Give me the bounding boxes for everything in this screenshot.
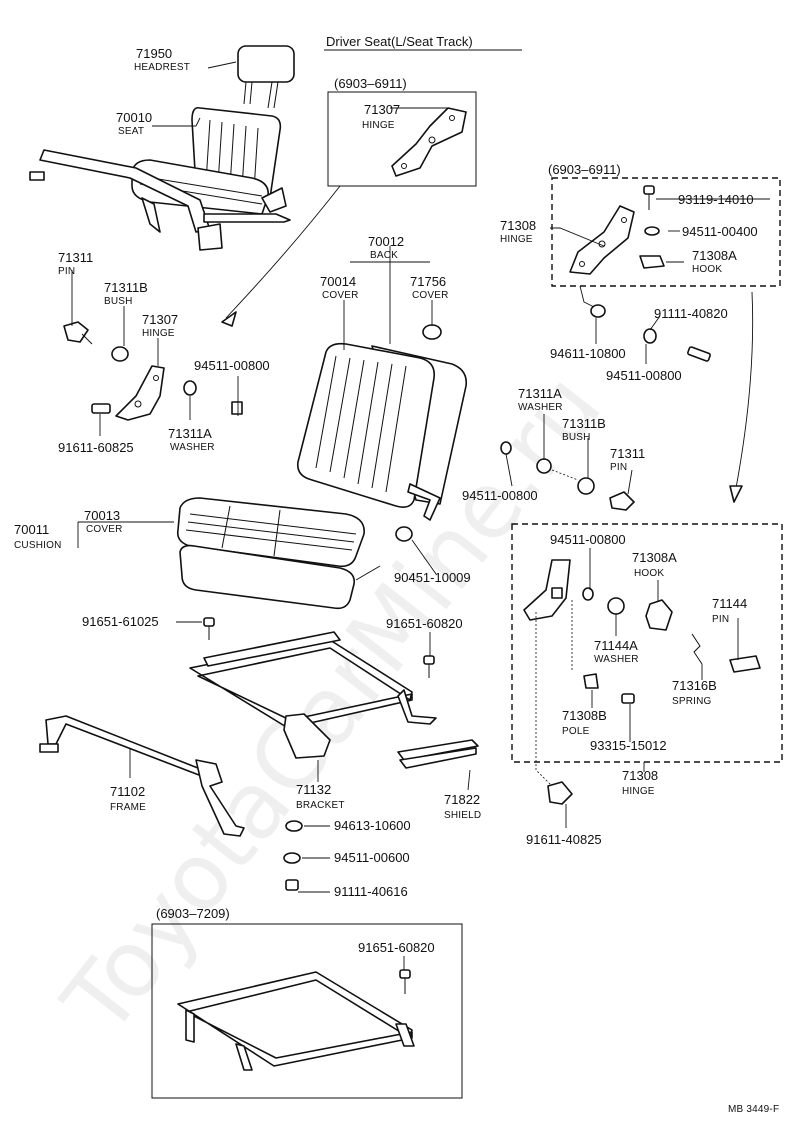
callout-name: PIN	[610, 462, 627, 473]
callout-number: 91651-60820	[358, 940, 435, 955]
seat-track-alt-drawing	[177, 969, 415, 1071]
callout-name: WASHER	[170, 442, 215, 453]
callout-name: BACK	[370, 250, 398, 261]
callout-number: 94511-00800	[550, 532, 626, 547]
callout-number: 71311	[58, 250, 93, 265]
seat-cushion-drawing	[176, 497, 413, 610]
callout-name: SPRING	[672, 696, 712, 707]
callout-name: PIN	[58, 266, 75, 277]
callout-name: SHIELD	[444, 810, 481, 821]
callout-number: 71144	[712, 596, 747, 611]
callout-number: 94511-00800	[194, 358, 270, 373]
date-range-box-hinge-71307	[327, 91, 477, 187]
callout-number: 71311	[610, 446, 645, 461]
callout-name: SEAT	[118, 126, 144, 137]
callout-number: 71308	[500, 218, 536, 233]
leader-lines	[71, 61, 770, 970]
callout-name: POLE	[562, 726, 590, 737]
callout-number: 90451-10009	[394, 570, 471, 585]
callout-name: HEADREST	[134, 62, 190, 73]
callout-name: PIN	[712, 614, 729, 625]
callout-number: 94613-10600	[334, 818, 411, 833]
callout-number: 91651-61025	[82, 614, 159, 629]
hinge-71308-lower-drawing	[523, 559, 761, 704]
callout-number: 93119-14010	[678, 192, 754, 207]
callout-number: 70011	[14, 522, 49, 537]
callout-name: HINGE	[142, 328, 175, 339]
callout-name: HINGE	[500, 234, 533, 245]
headrest-drawing	[237, 45, 295, 109]
callout-name: HINGE	[622, 786, 655, 797]
shield-71822-drawing	[397, 739, 479, 769]
seat-track-drawing	[189, 617, 437, 759]
callout-name: WASHER	[518, 402, 563, 413]
callout-number: 91111-40616	[334, 884, 408, 899]
callout-name: COVER	[86, 524, 123, 535]
callout-number: 71316B	[672, 678, 717, 693]
date-range-box-hinge-71308	[551, 177, 781, 287]
callout-number: 70013	[84, 508, 120, 523]
callout-number: 71144A	[594, 638, 638, 653]
callout-number: 71311B	[562, 416, 606, 431]
callout-number: 71311A	[168, 426, 212, 441]
seat-back-drawing	[296, 324, 468, 521]
callout-number: 71308A	[692, 248, 737, 263]
callout-name: BUSH	[104, 296, 133, 307]
callout-number: (6903–6911)	[334, 76, 407, 91]
callout-number: 71311A	[518, 386, 562, 401]
callout-number: 71311B	[104, 280, 148, 295]
hinge-71307-upper-drawing	[391, 107, 467, 177]
callout-name: HOOK	[634, 568, 664, 579]
hinge-parts-left-drawing	[63, 321, 243, 421]
footer-code: MB 3449-F	[728, 1104, 779, 1115]
callout-name: CUSHION	[14, 540, 62, 551]
callout-number: 71102	[110, 784, 145, 799]
hinge-assembly-box	[511, 523, 783, 763]
callout-name: FRAME	[110, 802, 146, 813]
seat-assembly-drawing	[29, 106, 291, 251]
callout-number: 94511-00400	[682, 224, 758, 239]
callout-number: 71308	[622, 768, 658, 783]
callout-name: HOOK	[692, 264, 722, 275]
callout-number: 71950	[136, 46, 172, 61]
callout-number: 94611-10800	[550, 346, 626, 361]
callout-name: WASHER	[594, 654, 639, 665]
callout-name: HINGE	[362, 120, 395, 131]
callout-number: 70010	[116, 110, 152, 125]
callout-name: COVER	[412, 290, 449, 301]
callout-number: 91111-40820	[654, 306, 728, 321]
callout-number: 70012	[368, 234, 404, 249]
frame-71102-drawing	[39, 715, 245, 837]
callout-number: 71756	[410, 274, 446, 289]
callout-name: COVER	[322, 290, 359, 301]
date-range-box-seat-track	[151, 923, 463, 1099]
callout-number: 91611-60825	[58, 440, 134, 455]
callouts: 71950 HEADREST 70010 SEAT (6903–6911) 71…	[14, 46, 758, 955]
callout-number: 71132	[296, 782, 331, 797]
callout-number: 71822	[444, 792, 480, 807]
hinge-71308-upper-drawing	[569, 185, 665, 275]
callout-number: 93315-15012	[590, 738, 667, 753]
callout-name: BRACKET	[296, 800, 345, 811]
callout-number: (6903–6911)	[548, 162, 621, 177]
callout-number: 91611-40825	[526, 832, 602, 847]
callout-number: (6903–7209)	[156, 906, 230, 921]
callout-number: 70014	[320, 274, 356, 289]
callout-name: BUSH	[562, 432, 591, 443]
callout-number: 91651-60820	[386, 616, 463, 631]
callout-number: 94511-00800	[606, 368, 682, 383]
callout-number: 71307	[142, 312, 178, 327]
callout-number: 71308A	[632, 550, 677, 565]
callout-number: 94511-00600	[334, 850, 410, 865]
diagram-title: Driver Seat(L/Seat Track)	[326, 34, 473, 49]
callout-number: 71307	[364, 102, 400, 117]
callout-number: 94511-00800	[462, 488, 538, 503]
callout-number: 71308B	[562, 708, 607, 723]
